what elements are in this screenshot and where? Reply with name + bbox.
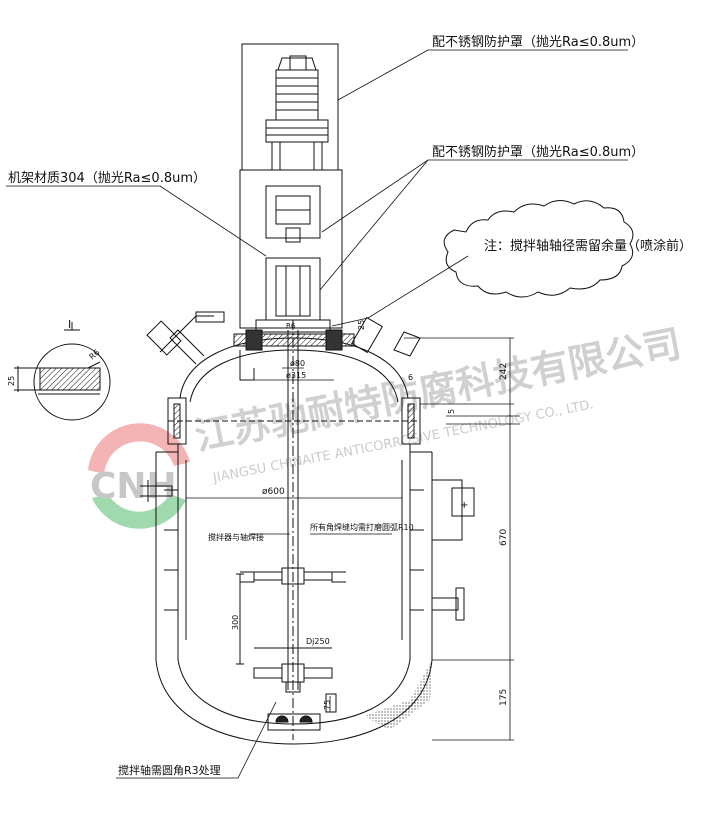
dim-25: 25 (357, 320, 366, 330)
leader-lines (6, 49, 628, 779)
bottom-head (177, 659, 411, 725)
guard-window-lower (265, 257, 321, 321)
side-nozzle (431, 597, 459, 611)
dim-r6-top: R6 (286, 322, 296, 330)
dim-75: 75 (323, 700, 332, 710)
svg-text:+: + (460, 500, 468, 511)
dim-242: 242 (499, 363, 509, 380)
annotation-frame-material: 机架材质304（抛光Ra≤0.8um） (8, 171, 206, 186)
annotation-fillet-note: 所有角焊缝均需打磨圆弧R10 (310, 522, 414, 532)
frame-304 (239, 169, 343, 329)
motor-cap (277, 57, 317, 71)
logo-red-arc (88, 423, 190, 474)
gearbox (265, 119, 329, 143)
guard-window-upper (265, 185, 321, 239)
dim-dj250: Dj250 (306, 637, 330, 646)
detail-i (14, 322, 111, 421)
dim-5: 5 (447, 409, 456, 414)
detail-symbol-i: I (68, 318, 71, 331)
agitator (236, 320, 346, 740)
dim-r6: R6 (88, 348, 102, 362)
annotation-shaft-bottom: 搅拌轴需圆角R3处理 (118, 763, 221, 777)
dim-6: 6 (408, 373, 413, 382)
annotation-blade-weld: 搅拌器与轴焊接 (208, 532, 264, 542)
logo-green-arc (92, 494, 186, 529)
annotations: 配不锈钢防护罩（抛光Ra≤0.8um） 配不锈钢防护罩（抛光Ra≤0.8um） … (8, 34, 692, 777)
dimension-lines (186, 337, 520, 741)
top-nozzle-right (351, 316, 383, 354)
annotation-cloud-note: 注：搅拌轴轴径需留余量（喷涂前） (484, 238, 692, 254)
note-cloud (443, 200, 634, 298)
dim-300: 300 (231, 615, 240, 630)
level-gauge (451, 487, 475, 517)
bottom-outlet (267, 713, 321, 731)
vessel: + (140, 311, 475, 745)
annotation-guard-top: 配不锈钢防护罩（抛光Ra≤0.8um） (432, 34, 644, 50)
jacket-bottom (155, 659, 433, 745)
dim-d80: ø80 (290, 359, 305, 368)
dim-d315: ø315 (286, 371, 306, 380)
dim-d600: ø600 (262, 487, 285, 497)
drive-assembly (239, 43, 343, 333)
coupling (285, 227, 301, 243)
annotation-guard-mid: 配不锈钢防护罩（抛光Ra≤0.8um） (432, 144, 644, 160)
dim-175: 175 (499, 689, 509, 706)
dim-670: 670 (499, 529, 509, 546)
dim-25-detail: 25 (7, 376, 16, 386)
